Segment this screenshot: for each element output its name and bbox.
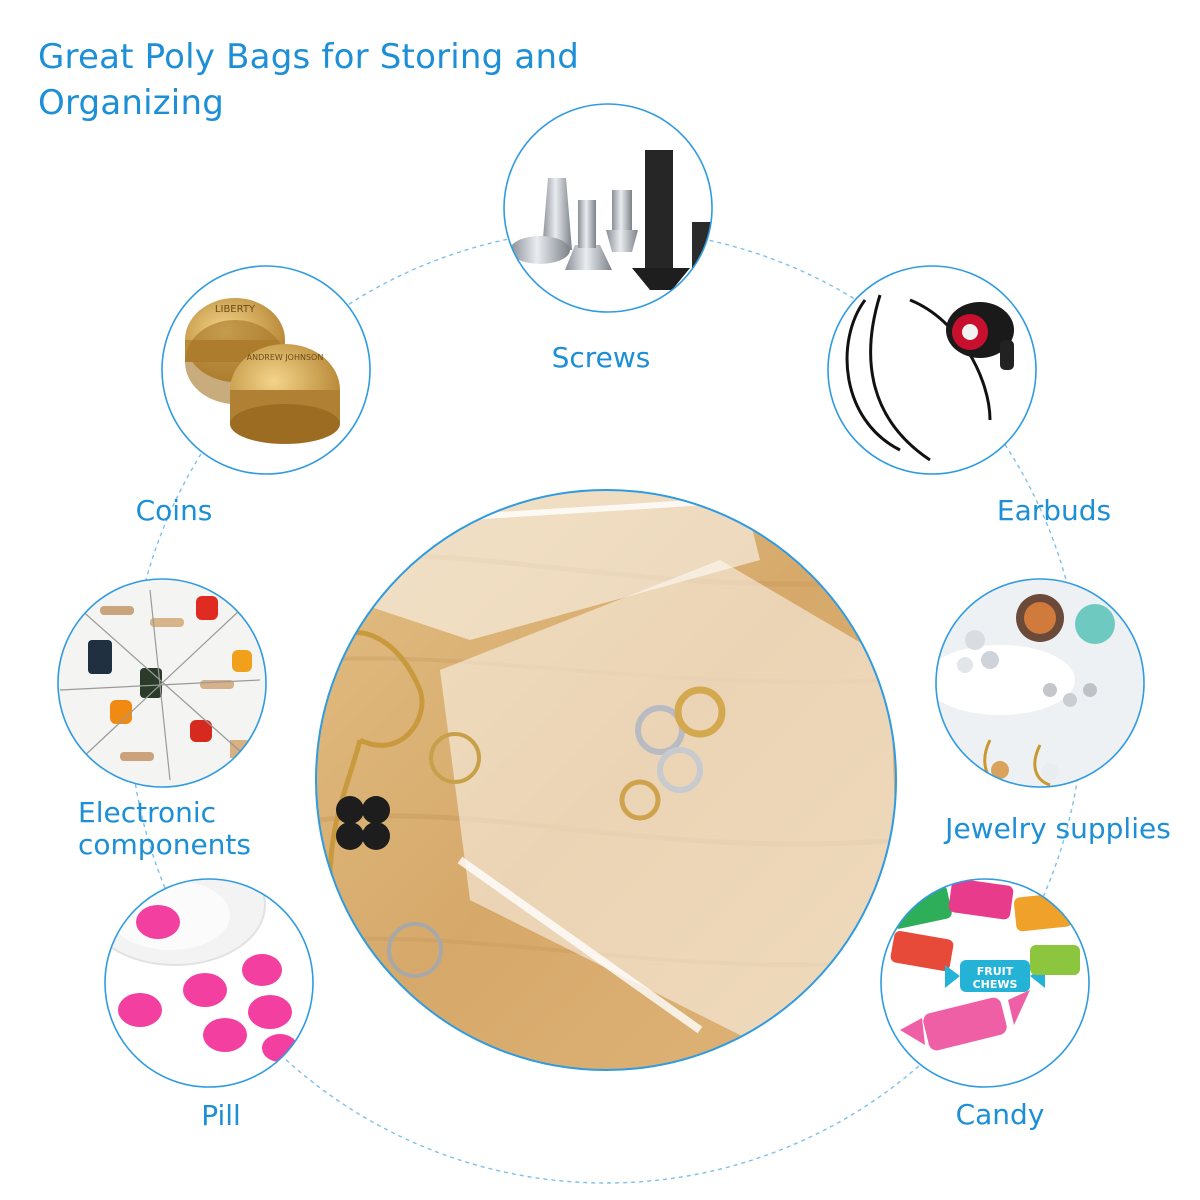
coin-text-liberty: LIBERTY — [215, 304, 256, 315]
earbuds-circle-photo — [827, 265, 1037, 475]
label-electronic-components: Electronic components — [78, 797, 298, 861]
label-screws: Screws — [551, 341, 651, 374]
candy-circle-photo: FRUIT CHEWS — [880, 878, 1090, 1088]
coin-text-name: ANDREW JOHNSON — [247, 353, 324, 362]
candy-wrapper-text-2: CHEWS — [973, 978, 1018, 991]
label-electronic-line-1: Electronic — [78, 796, 217, 829]
label-candy: Candy — [955, 1098, 1045, 1131]
title-line-2: Organizing — [38, 83, 224, 123]
label-electronic-line-2: components — [78, 828, 251, 861]
pill-circle-photo — [104, 878, 314, 1088]
jewelry-circle-photo — [935, 578, 1145, 788]
title-line-1: Great Poly Bags for Storing and — [38, 37, 580, 77]
screws-circle-photo — [503, 103, 713, 313]
page-title: Great Poly Bags for Storing and Organizi… — [38, 34, 638, 126]
label-jewelry-supplies: Jewelry supplies — [945, 812, 1171, 845]
label-pill: Pill — [201, 1099, 241, 1132]
electronics-circle-photo — [57, 578, 267, 788]
label-earbuds: Earbuds — [996, 494, 1112, 527]
candy-wrapper-text-1: FRUIT — [977, 965, 1014, 978]
label-coins: Coins — [135, 494, 213, 527]
center-photo-zip-bags — [315, 489, 897, 1071]
coins-circle-photo: LIBERTY ANDREW JOHNSON — [161, 265, 371, 475]
